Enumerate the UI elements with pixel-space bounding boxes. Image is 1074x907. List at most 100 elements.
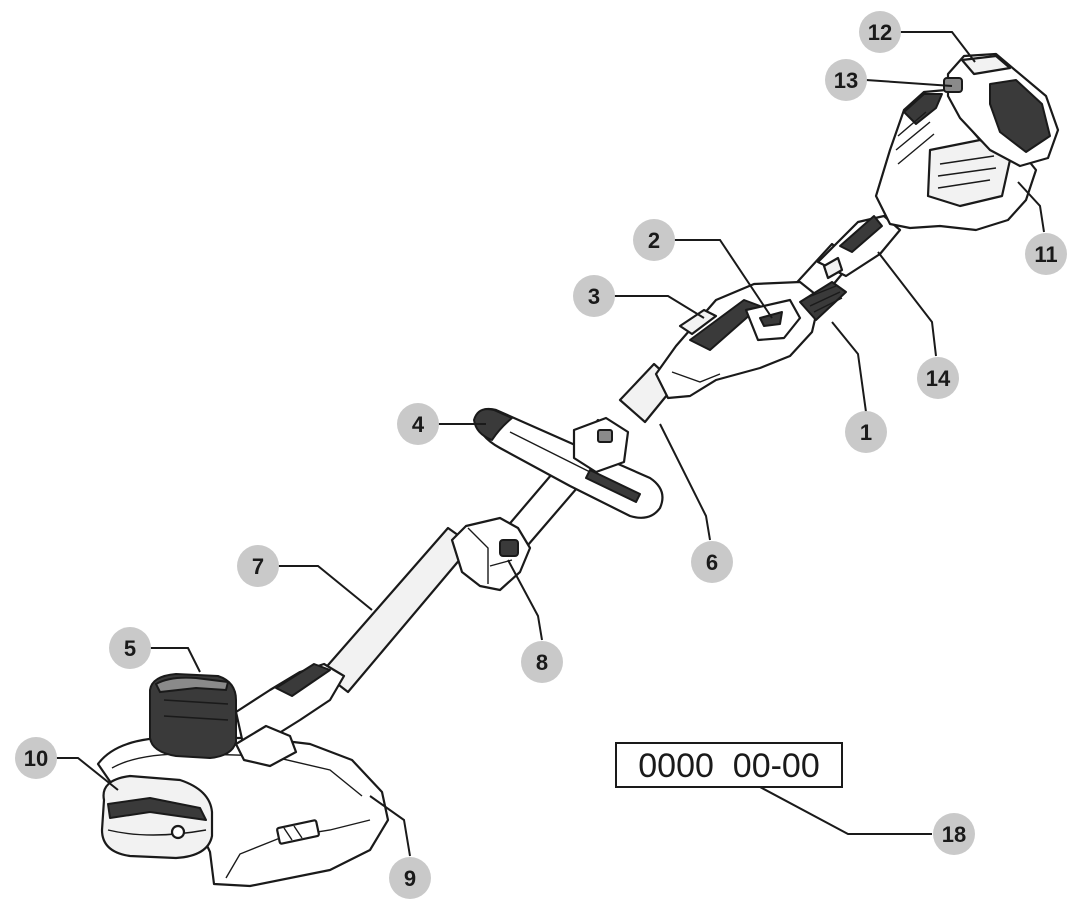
auxiliary-handle bbox=[473, 407, 664, 519]
callout-7: 7 bbox=[237, 545, 279, 587]
callout-number: 12 bbox=[868, 20, 892, 45]
callout-circle bbox=[691, 541, 733, 583]
callout-number: 6 bbox=[706, 550, 718, 575]
callout-circle bbox=[933, 813, 975, 855]
callout-6: 6 bbox=[691, 541, 733, 583]
upper-grip bbox=[816, 214, 902, 280]
switch-button bbox=[759, 311, 783, 327]
guard-rim bbox=[111, 753, 363, 797]
callout-number: 11 bbox=[1034, 242, 1057, 267]
motor-housing bbox=[874, 52, 1060, 232]
spool-band bbox=[107, 797, 207, 821]
leader-7 bbox=[278, 565, 373, 611]
leader-5 bbox=[150, 647, 201, 673]
callout-number: 5 bbox=[124, 636, 136, 661]
leader-9 bbox=[369, 795, 411, 857]
callout-circle bbox=[397, 403, 439, 445]
callout-2: 2 bbox=[633, 219, 675, 261]
leader-12 bbox=[898, 31, 976, 63]
callout-number: 13 bbox=[834, 68, 858, 93]
leader-18 bbox=[759, 786, 932, 835]
rating-label: 0000 00-00 bbox=[615, 742, 843, 788]
callout-circle bbox=[237, 545, 279, 587]
leader-3 bbox=[614, 295, 705, 319]
callout-number: 3 bbox=[588, 284, 600, 309]
coupler-knob bbox=[499, 539, 519, 557]
callout-circle bbox=[573, 275, 615, 317]
handle-contour bbox=[671, 371, 721, 383]
callout-18: 18 bbox=[933, 813, 975, 855]
callout-13: 13 bbox=[825, 59, 867, 101]
callout-9: 9 bbox=[389, 857, 431, 899]
callout-8: 8 bbox=[521, 641, 563, 683]
callout-circle bbox=[845, 411, 887, 453]
callout-circle bbox=[917, 357, 959, 399]
head-neck-grip bbox=[275, 663, 331, 697]
callout-number: 18 bbox=[942, 822, 966, 847]
leader-1 bbox=[831, 321, 867, 413]
leader-6 bbox=[659, 423, 711, 541]
main-handle bbox=[654, 280, 847, 400]
head-motor-top bbox=[154, 676, 230, 694]
leader-lines bbox=[56, 31, 1045, 857]
head-motor-housing bbox=[149, 673, 237, 759]
spool-button bbox=[170, 824, 186, 840]
callout-number: 7 bbox=[252, 554, 264, 579]
lower-shaft-tube bbox=[320, 526, 474, 694]
rear-grip-ribs bbox=[805, 285, 843, 313]
rating-label-text: 0000 00-00 bbox=[638, 747, 820, 785]
leader-2 bbox=[674, 239, 773, 319]
callout-12: 12 bbox=[859, 11, 901, 53]
leader-13 bbox=[865, 79, 953, 87]
upper-grip-clip bbox=[822, 256, 844, 280]
main-handle-housing bbox=[654, 280, 822, 400]
callout-number: 4 bbox=[412, 412, 425, 437]
callout-number: 1 bbox=[860, 420, 872, 445]
leader-11 bbox=[1017, 181, 1045, 233]
callout-circle bbox=[825, 59, 867, 101]
callout-11: 11 bbox=[1025, 233, 1067, 275]
callout-10: 10 bbox=[15, 737, 57, 779]
upper-grip-strip bbox=[839, 215, 883, 253]
battery-port-ribs bbox=[937, 155, 997, 189]
lock-off-button bbox=[678, 308, 718, 336]
leader-14 bbox=[877, 251, 937, 357]
guard-slot-lines bbox=[283, 825, 303, 841]
rating-label-box bbox=[615, 742, 843, 788]
callout-circle bbox=[389, 857, 431, 899]
callout-14: 14 bbox=[917, 357, 959, 399]
callout-circle bbox=[109, 627, 151, 669]
shaft-coupler bbox=[450, 516, 532, 592]
aux-handle-screw bbox=[597, 429, 613, 443]
callout-number: 9 bbox=[404, 866, 416, 891]
leader-10 bbox=[56, 757, 119, 791]
callout-circle bbox=[15, 737, 57, 779]
callout-3: 3 bbox=[573, 275, 615, 317]
aux-handle-clamp bbox=[572, 416, 630, 474]
callout-number: 14 bbox=[926, 366, 951, 391]
head-neck-lower bbox=[234, 724, 298, 768]
callout-circle bbox=[633, 219, 675, 261]
callout-circle bbox=[859, 11, 901, 53]
motor-vents bbox=[895, 111, 935, 165]
spool-housing bbox=[100, 774, 214, 860]
coupler-edge bbox=[467, 527, 489, 584]
callout-number: 10 bbox=[24, 746, 48, 771]
head-motor-lines bbox=[163, 699, 229, 721]
rear-grip bbox=[799, 281, 847, 321]
callout-5: 5 bbox=[109, 627, 151, 669]
coupler-body bbox=[450, 516, 532, 592]
leader-8 bbox=[507, 559, 543, 641]
battery-label-panel bbox=[989, 79, 1051, 153]
trimmer-head bbox=[96, 662, 390, 888]
aux-handle-grip-strip bbox=[585, 469, 641, 503]
spool-line bbox=[107, 829, 207, 836]
callout-number: 8 bbox=[536, 650, 548, 675]
callout-4: 4 bbox=[397, 403, 439, 445]
aux-handle-grip-end bbox=[473, 408, 513, 441]
callout-circle bbox=[521, 641, 563, 683]
callout-circle bbox=[1025, 233, 1067, 275]
callout-1: 1 bbox=[845, 411, 887, 453]
